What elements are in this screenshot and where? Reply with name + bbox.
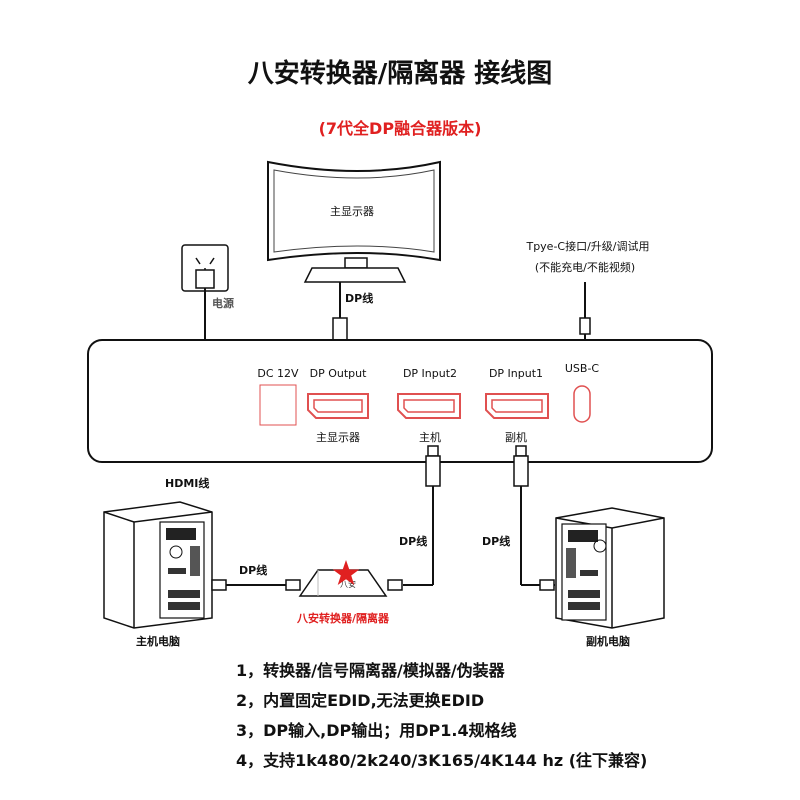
- dp-output-port: [307, 393, 369, 419]
- cable-label-left: DP线: [239, 563, 267, 577]
- sub-pc-icon: [555, 507, 665, 629]
- usb-cable: [579, 282, 591, 344]
- adapter-label: 八安转换器/隔离器: [296, 611, 390, 625]
- page-title: 八安转换器/隔离器 接线图: [248, 58, 553, 89]
- hdmi-label: HDMI线: [165, 476, 209, 490]
- adapter-device: [298, 569, 388, 597]
- caption-input2: 主机: [419, 430, 441, 444]
- port-label-usbc: USB-C: [565, 362, 600, 375]
- caption-output: 主显示器: [316, 431, 360, 444]
- monitor-icon: [267, 160, 441, 283]
- dp-cable-input1: [513, 445, 555, 591]
- usb-note-line1: Tpye-C接口/升级/调试用: [525, 240, 649, 253]
- caption-input1: 副机: [505, 430, 527, 444]
- port-label-dp-input2: DP Input2: [403, 367, 457, 380]
- usb-note-line2: (不能充电/不能视频): [535, 260, 635, 274]
- main-pc-icon: [103, 501, 213, 629]
- cable-label-right: DP线: [482, 534, 510, 548]
- port-label-dp-output: DP Output: [310, 367, 367, 380]
- power-label: 电源: [212, 296, 234, 310]
- note-3: 3，DP输入,DP输出；用DP1.4规格线: [236, 721, 517, 740]
- note-4: 4，支持1k480/2k240/3K165/4K144 hz (往下兼容): [236, 751, 647, 770]
- dc-port: [259, 384, 297, 426]
- cable-label-top: DP线: [345, 291, 373, 305]
- cable-label-mid: DP线: [399, 534, 427, 548]
- adapter-brand: 八安: [340, 579, 356, 589]
- port-label-dc: DC 12V: [257, 367, 299, 380]
- monitor-label: 主显示器: [330, 205, 374, 218]
- page-subtitle: (7代全DP融合器版本): [319, 119, 482, 138]
- port-label-dp-input1: DP Input1: [489, 367, 543, 380]
- usbc-port: [573, 385, 591, 423]
- main-pc-label: 主机电脑: [136, 634, 180, 648]
- dp-input2-port: [397, 393, 461, 419]
- dp-cable-input2: [387, 445, 441, 591]
- note-1: 1，转换器/信号隔离器/模拟器/伪装器: [236, 661, 506, 680]
- sub-pc-label: 副机电脑: [586, 634, 630, 648]
- dp-cable-left: [211, 579, 301, 591]
- note-2: 2，内置固定EDID,无法更换EDID: [236, 691, 484, 710]
- dp-input1-port: [485, 393, 549, 419]
- star-icon: [332, 560, 360, 585]
